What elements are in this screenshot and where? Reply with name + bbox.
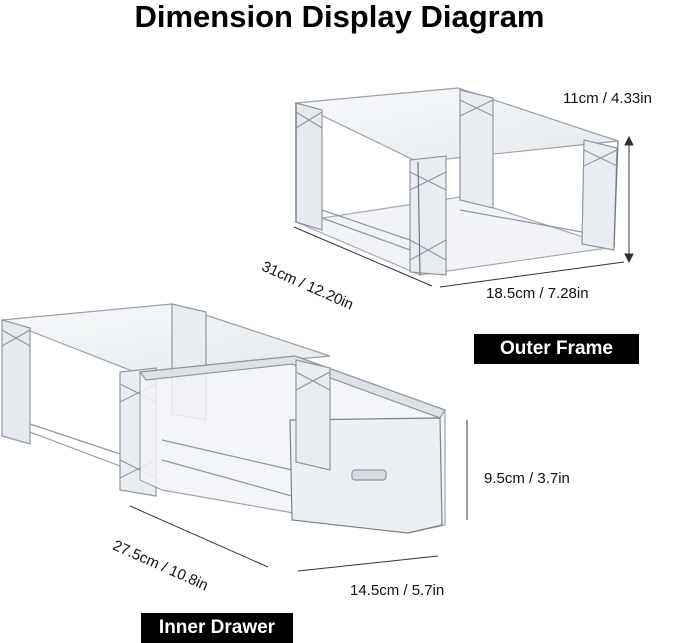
drawer-frame-rail xyxy=(29,423,121,467)
inner-height-label: 9.5cm / 3.7in xyxy=(484,470,570,487)
inner-drawer-label: Inner Drawer xyxy=(141,613,293,643)
drawer-inner-lines xyxy=(161,439,293,497)
outer-width-label: 18.5cm / 7.28in xyxy=(486,285,589,302)
outer-frame-bracket-5 xyxy=(409,239,447,261)
inner-depth-line xyxy=(129,505,269,568)
inner-drawer-illustration xyxy=(1,303,446,534)
outer-width-line xyxy=(439,261,625,288)
inner-width-label: 14.5cm / 5.7in xyxy=(350,582,445,599)
drawer-side-post xyxy=(295,359,331,471)
outer-depth-line xyxy=(293,226,433,287)
drawer-frame-top-panel xyxy=(1,303,331,375)
diagram-title: Dimension Display Diagram xyxy=(134,0,545,34)
outer-frame-bottom-plate xyxy=(293,196,615,276)
outer-frame-edges xyxy=(295,103,619,276)
outer-frame-bracket-4 xyxy=(583,149,618,167)
outer-frame-bracket-3 xyxy=(459,99,494,117)
outer-height-label: 11cm / 4.33in xyxy=(563,90,652,107)
outer-height-arrow-top xyxy=(624,135,634,146)
outer-frame-rail-2 xyxy=(459,209,583,233)
outer-height-arrow-bottom xyxy=(624,253,634,264)
outer-frame-label: Outer Frame xyxy=(474,334,639,364)
outer-frame-right-post xyxy=(581,139,618,251)
drawer-handle xyxy=(351,469,387,481)
drawer-frame-bracket xyxy=(1,329,31,347)
dimension-lines xyxy=(129,135,634,572)
drawer-frame-left-side xyxy=(1,319,31,445)
inner-width-line xyxy=(297,555,439,572)
outer-frame-bracket-2 xyxy=(409,171,447,191)
outer-frame-back-post xyxy=(459,89,494,209)
outer-frame-left-side xyxy=(295,102,323,231)
outer-frame-bracket xyxy=(295,111,323,129)
outer-frame-rail xyxy=(321,209,411,251)
outer-frame-illustration xyxy=(293,87,619,276)
drawer-bracket xyxy=(295,371,331,391)
